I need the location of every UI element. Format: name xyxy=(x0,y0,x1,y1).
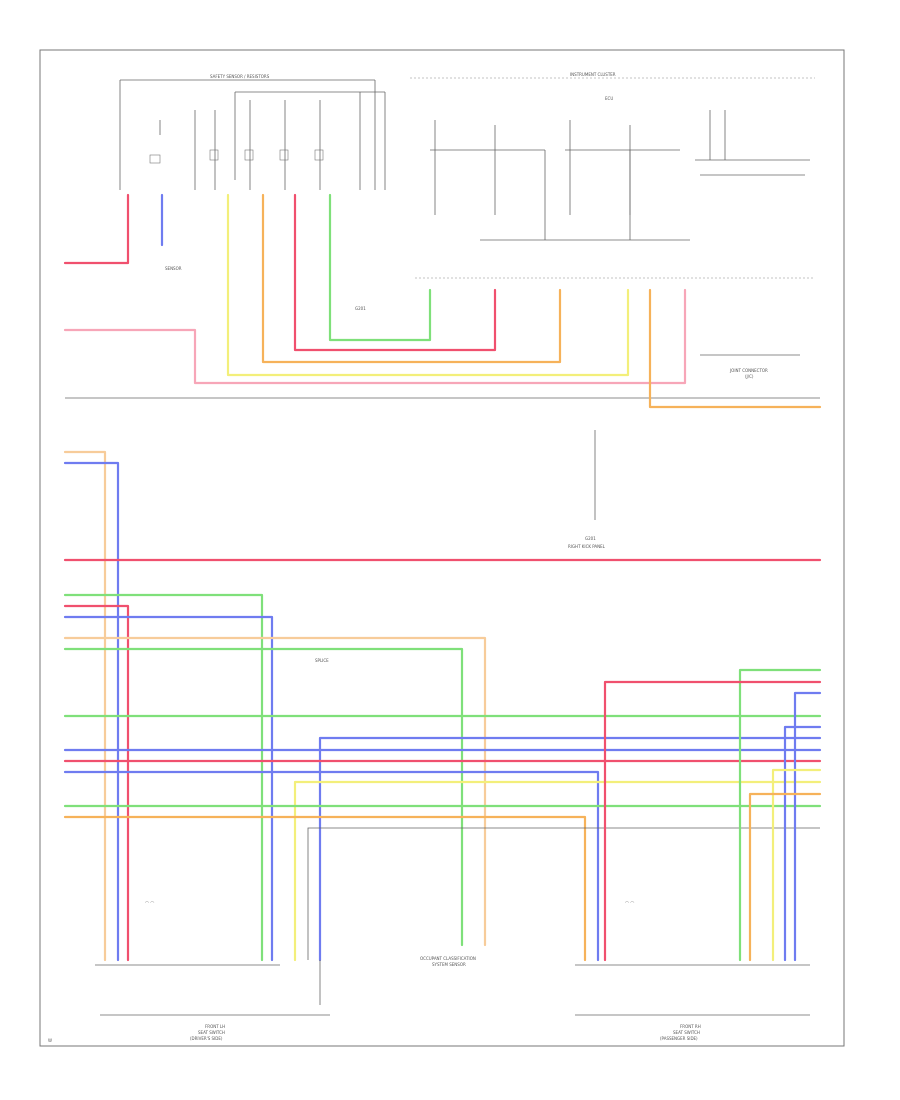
wire-green-1 xyxy=(328,193,432,342)
right-connector-label: JOINT CONNECTOR xyxy=(729,368,768,373)
front-rh-sub2: (PASSENGER SIDE) xyxy=(660,1036,698,1041)
wires-bottom xyxy=(63,450,822,962)
wire-peach-1 xyxy=(63,450,107,962)
wire-orange-1 xyxy=(261,193,562,364)
wire-red-2 xyxy=(293,193,497,352)
top-left-component: SAFETY SENSOR / RESISTORS xyxy=(119,74,386,190)
splice-label: SPLICE xyxy=(315,658,329,663)
wire-pink-1 xyxy=(63,288,687,385)
front-rh-switch: FRONT RH SEAT SWITCH (PASSENGER SIDE) ⌒ … xyxy=(575,900,810,1041)
instrument-cluster-label: INSTRUMENT CLUSTER xyxy=(570,72,616,77)
front-lh-sub: SEAT SWITCH xyxy=(198,1030,225,1035)
wire-yellow-3 xyxy=(771,768,822,962)
instrument-cluster: INSTRUMENT CLUSTER ECU JOINT CONNECTOR (… xyxy=(410,72,815,379)
wire-yellow-1 xyxy=(226,193,630,377)
diagram-frame xyxy=(39,49,845,1047)
page-id: W xyxy=(48,1038,52,1043)
wire-red-6 xyxy=(603,680,822,962)
sensor-label: SENSOR xyxy=(165,266,182,271)
wire-orange-2 xyxy=(648,288,822,409)
center-bottom-sensor: OCCUPANT CLASSIFICATION SYSTEM SENSOR xyxy=(420,956,476,967)
wire-green-6 xyxy=(738,668,822,962)
front-rh-sub: SEAT SWITCH xyxy=(673,1030,700,1035)
top-left-box-label: SAFETY SENSOR / RESISTORS xyxy=(210,74,270,79)
ground-mid-label: G201 xyxy=(355,306,366,311)
wires-top xyxy=(63,193,822,409)
wire-blue-3 xyxy=(63,615,274,962)
wire-red-4 xyxy=(63,604,130,962)
front-lh-sub2: (DRIVER'S SIDE) xyxy=(190,1036,223,1041)
front-lh-name: FRONT LH xyxy=(205,1024,225,1029)
wire-blue-4 xyxy=(318,736,822,962)
wire-peach-2 xyxy=(63,636,487,947)
wire-blue-7 xyxy=(793,691,822,962)
instrument-cluster-ecu: ECU xyxy=(605,96,613,101)
wire-orange-3 xyxy=(63,815,587,962)
front-lh-switch: FRONT LH SEAT SWITCH (DRIVER'S SIDE) ⌒ ⌒ xyxy=(95,900,330,1041)
wire-black-1 xyxy=(307,827,820,960)
center-ground-label: G201 xyxy=(585,536,596,541)
wire-yellow-2 xyxy=(293,780,822,962)
center-bottom-sub: SYSTEM SENSOR xyxy=(432,962,466,967)
front-rh-name: FRONT RH xyxy=(680,1024,701,1029)
wire-orange-4 xyxy=(748,792,822,962)
wire-blue-8 xyxy=(783,725,822,962)
wire-blue-2 xyxy=(63,461,120,962)
wire-green-2 xyxy=(63,593,264,962)
right-connector-sub: (J/C) xyxy=(745,374,754,379)
front-lh-sensor-text: ⌒ ⌒ xyxy=(145,900,154,906)
center-ground-sub: RIGHT KICK PANEL xyxy=(568,544,606,549)
center-bottom-label: OCCUPANT CLASSIFICATION xyxy=(420,956,476,961)
wire-blue-6 xyxy=(63,770,600,962)
wire-red-1 xyxy=(63,193,130,265)
front-rh-sensor-text: ⌒ ⌒ xyxy=(625,900,634,906)
wire-green-3 xyxy=(63,647,464,947)
